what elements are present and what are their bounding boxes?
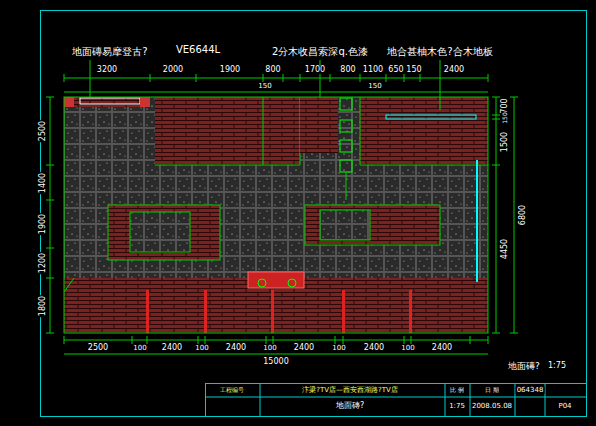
dimension-label: 150 bbox=[502, 111, 508, 124]
dimension-label: 2400 bbox=[161, 344, 183, 352]
dimension-label: 2400 bbox=[225, 344, 247, 352]
dimension-label: 6800 bbox=[519, 204, 527, 226]
dimension-label: 地面磚? bbox=[335, 402, 365, 410]
dimension-label: 800 bbox=[339, 66, 356, 74]
dimension-label: 1700 bbox=[304, 66, 326, 74]
dimension-label: 4450 bbox=[501, 238, 509, 260]
dimension-label: P04 bbox=[557, 403, 572, 410]
dimension-label: 100 bbox=[262, 345, 277, 352]
dimension-label: 150 bbox=[405, 66, 422, 74]
dimension-label: VE6644L bbox=[175, 45, 221, 55]
dimension-label: 650 bbox=[387, 66, 404, 74]
dimension-label: 2分木收昌索深q.色漆 bbox=[271, 47, 369, 57]
dimension-label: 工程编号 bbox=[219, 387, 245, 393]
dimension-label: 地合甚柚木色?合木地板 bbox=[386, 47, 493, 57]
dimension-label: 2400 bbox=[431, 344, 453, 352]
dimension-label: 地面磚易摩登古? bbox=[71, 47, 148, 57]
dimension-label: 汴梁?TV店—西安西湖路?TV店 bbox=[301, 387, 399, 394]
dimension-label: 1200 bbox=[39, 252, 47, 274]
dimension-label: 2500 bbox=[87, 344, 109, 352]
dimension-label: 比 例 bbox=[449, 387, 465, 393]
dimension-label: 100 bbox=[132, 345, 147, 352]
dimension-label: 日 期 bbox=[484, 387, 500, 393]
dimension-label: 1900 bbox=[39, 213, 47, 235]
dimension-label: 1900 bbox=[219, 66, 241, 74]
dimension-label: 150 bbox=[257, 83, 272, 90]
dimension-label: 1:75 bbox=[547, 362, 567, 370]
dimension-label: 100 bbox=[331, 345, 346, 352]
dimension-label: 800 bbox=[264, 66, 281, 74]
dimension-label: 2500 bbox=[39, 120, 47, 142]
dimension-label: 1400 bbox=[39, 172, 47, 194]
dimension-label: 1100 bbox=[362, 66, 384, 74]
dimension-label: 地面磚? bbox=[507, 362, 541, 371]
dimension-label: 3200 bbox=[96, 66, 118, 74]
dimension-label: 2008.05.08 bbox=[471, 403, 513, 410]
dimension-label: 2400 bbox=[443, 66, 465, 74]
dimension-label: 2000 bbox=[162, 66, 184, 74]
dimension-label: 2400 bbox=[293, 344, 315, 352]
dimension-label: 15000 bbox=[262, 358, 289, 366]
dimension-label: 2400 bbox=[363, 344, 385, 352]
dimension-label: 100 bbox=[194, 345, 209, 352]
dimension-label: 1:75 bbox=[448, 403, 466, 410]
dimension-label: 1500 bbox=[501, 131, 509, 153]
dimension-label: 150 bbox=[367, 83, 382, 90]
dimension-label: 1800 bbox=[39, 295, 47, 317]
dimension-label: 100 bbox=[400, 345, 415, 352]
dimension-label: 064348 bbox=[516, 387, 545, 394]
